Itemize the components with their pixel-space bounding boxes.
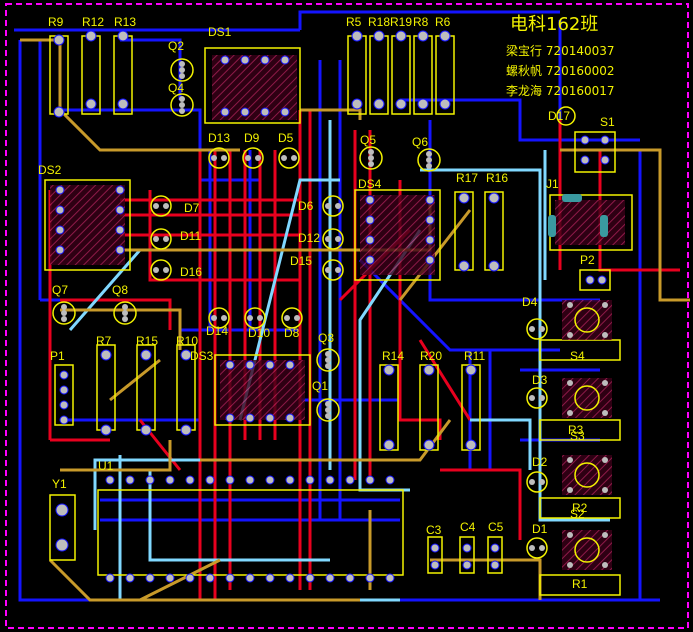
- designator-d12: D12: [298, 231, 321, 245]
- designator-r5: R5: [346, 15, 362, 29]
- designator-r13: R13: [114, 15, 137, 29]
- round-components: [52, 58, 600, 563]
- designator-s2: S2: [570, 507, 585, 521]
- designator-q2: Q2: [168, 39, 185, 53]
- designator-d2: D2: [532, 455, 548, 469]
- designator-y1: Y1: [52, 477, 67, 491]
- designator-r8: R8: [413, 15, 429, 29]
- designator-d10: D10: [248, 326, 271, 340]
- designator-u1: U1: [98, 459, 114, 473]
- designator-r10: R10: [176, 334, 199, 348]
- designator-d1: D1: [532, 522, 548, 536]
- round-component-pads: [61, 61, 608, 568]
- designator-r3: R3: [568, 423, 584, 437]
- pads: [53, 30, 610, 570]
- designator-d6: D6: [298, 199, 314, 213]
- designator-d17: D17: [548, 109, 571, 123]
- designator-c3: C3: [426, 523, 442, 537]
- designator-d11: D11: [180, 229, 202, 243]
- designator-ds2: DS2: [38, 163, 62, 177]
- designator-d13: D13: [208, 131, 231, 145]
- designator-r9: R9: [48, 15, 64, 29]
- designator-p1: P1: [50, 349, 65, 363]
- credit-line-2: 螺秋帆 720160002: [506, 64, 615, 78]
- designator-j1: J1: [546, 177, 559, 191]
- board-outline: [5, 3, 689, 629]
- designator-d8: D8: [284, 326, 300, 340]
- designator-d4: D4: [522, 295, 538, 309]
- designator-q6: Q6: [412, 135, 429, 149]
- designator-r16: R16: [486, 171, 509, 185]
- designator-d3: D3: [532, 373, 548, 387]
- designator-s1: S1: [600, 115, 615, 129]
- designator-d15: D15: [290, 254, 313, 268]
- bottom-layer-traces: [14, 10, 660, 602]
- credit-line-3: 李龙海 720160017: [506, 84, 615, 98]
- designator-ds3: DS3: [190, 349, 214, 363]
- top-layer-traces: [48, 110, 680, 600]
- designator-c5: C5: [488, 520, 504, 534]
- designator-r2: R2: [572, 501, 588, 515]
- designator-q4: Q4: [168, 81, 185, 95]
- designator-ds1: DS1: [208, 25, 232, 39]
- designator-r14: R14: [382, 349, 405, 363]
- designator-d9: D9: [244, 131, 260, 145]
- board-title: 电科162班: [510, 14, 599, 35]
- designator-p2: P2: [580, 253, 595, 267]
- designator-q7: Q7: [52, 283, 69, 297]
- designator-r20: R20: [420, 349, 443, 363]
- designator-r17: R17: [456, 171, 479, 185]
- designator-s3: S3: [570, 429, 585, 443]
- j1-pads: [548, 194, 608, 237]
- designator-r6: R6: [435, 15, 451, 29]
- designator-r12: R12: [82, 15, 105, 29]
- u1-pads: [105, 475, 395, 583]
- designator-r18: R18: [368, 15, 391, 29]
- designator-d16: D16: [180, 265, 203, 279]
- designator-q5: Q5: [360, 133, 377, 147]
- designator-r1: R1: [572, 577, 588, 591]
- designator-s4: S4: [570, 349, 585, 363]
- designator-c4: C4: [460, 520, 476, 534]
- credit-line-1: 梁宝行 720140037: [506, 44, 615, 58]
- designator-r7: R7: [96, 334, 112, 348]
- designator-q8: Q8: [112, 283, 129, 297]
- designator-r15: R15: [136, 334, 159, 348]
- designator-ds4: DS4: [358, 177, 382, 191]
- designator-q3: Q3: [318, 331, 335, 345]
- designator-d5: D5: [278, 131, 294, 145]
- designator-r19: R19: [390, 15, 413, 29]
- designator-d7: D7: [184, 201, 200, 215]
- designator-r11: R11: [464, 349, 486, 363]
- designator-q1: Q1: [312, 379, 329, 393]
- designator-d14: D14: [206, 324, 229, 338]
